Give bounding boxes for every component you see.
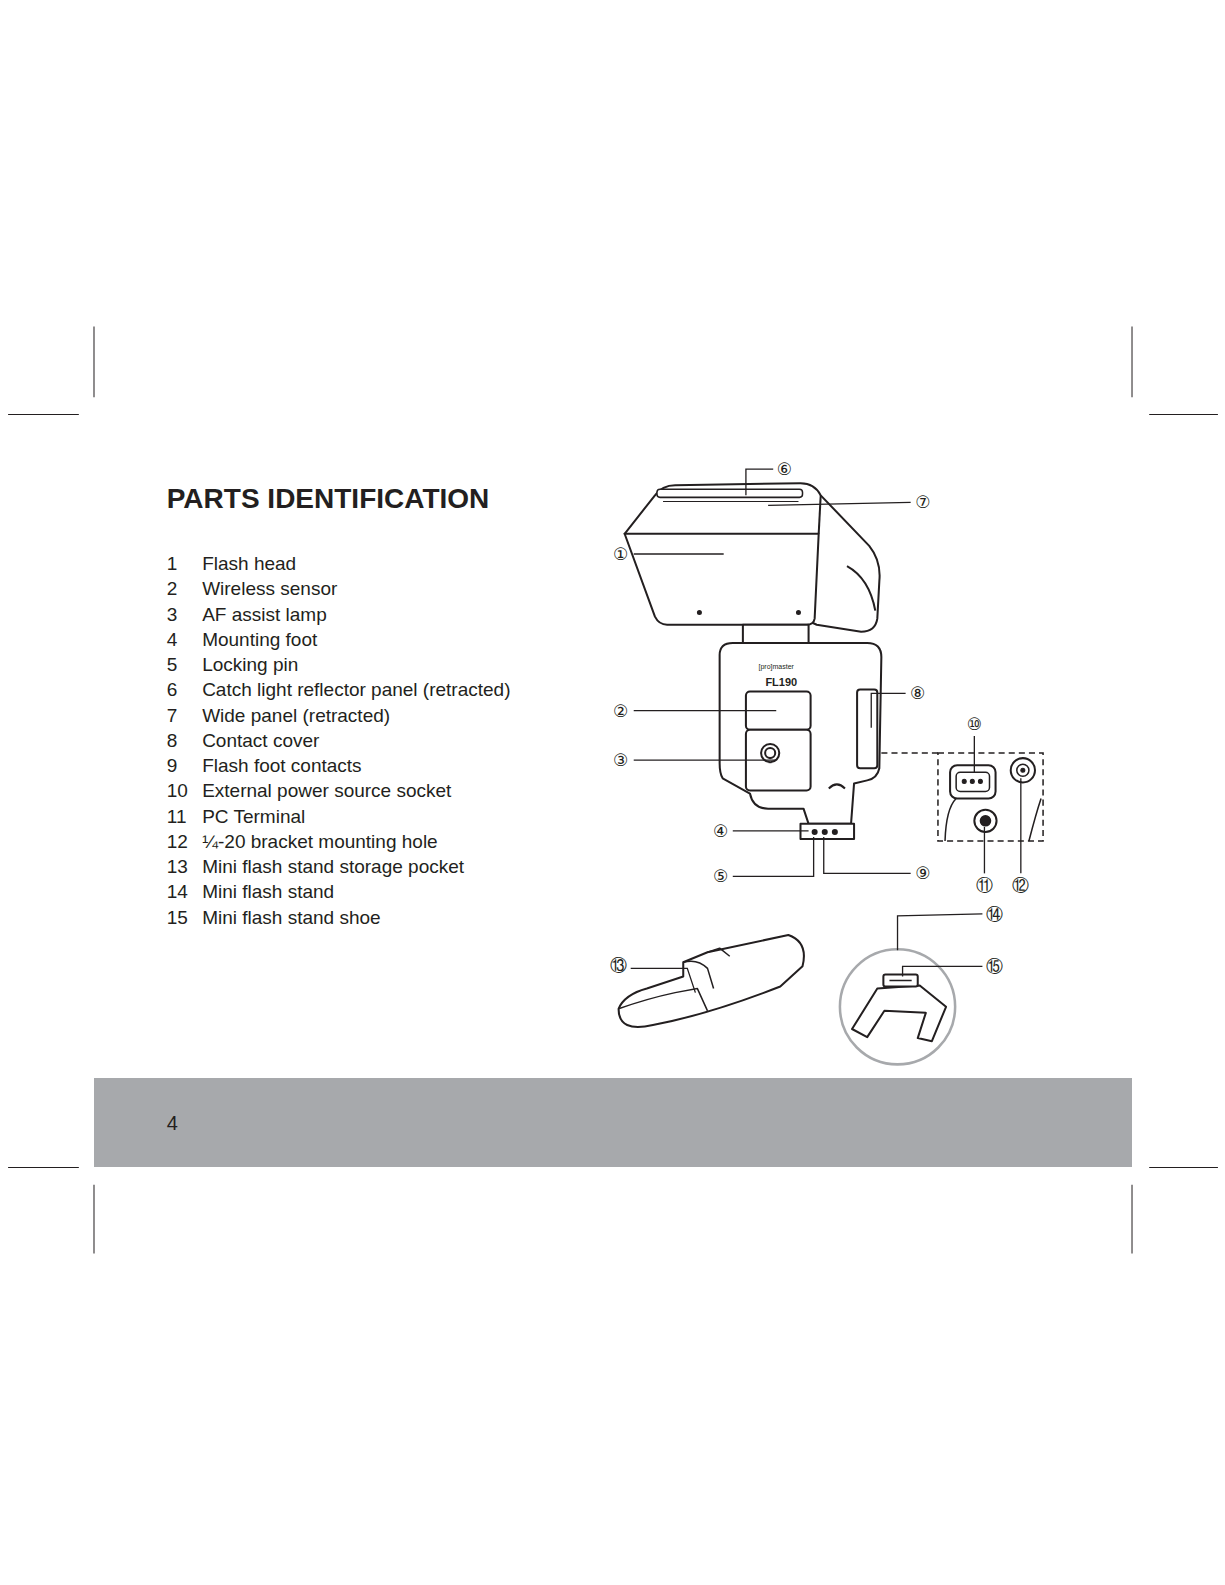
callout-number: ②	[613, 701, 628, 720]
page-title: PARTS IDENTIFICATION	[167, 484, 490, 515]
part-number: 11	[167, 806, 187, 827]
part-name: Locking pin	[202, 655, 298, 676]
footer-band: 4	[94, 1078, 1132, 1167]
part-name: Contact cover	[202, 730, 319, 751]
part-name: PC Terminal	[202, 806, 305, 827]
part-number: 8	[167, 730, 178, 751]
part-number: 10	[167, 781, 188, 802]
part-number: 13	[167, 857, 188, 878]
storage-pocket	[619, 935, 804, 1027]
part-name: Flash foot contacts	[202, 756, 361, 777]
brand-text: [pro]master	[759, 663, 794, 671]
part-name: Mounting foot	[202, 629, 317, 650]
part-name: Wireless sensor	[202, 579, 337, 600]
part-name: Mini flash stand shoe	[202, 907, 381, 928]
callout-number: ⑮	[986, 957, 1003, 976]
callout-number: ⑪	[976, 876, 993, 895]
flash-unit	[625, 483, 882, 839]
callout-number: ⑫	[1012, 876, 1029, 895]
callout-number: ①	[613, 545, 628, 564]
part-number: 2	[167, 579, 178, 600]
part-name: Flash head	[202, 554, 296, 575]
callout-number: ⑩	[967, 714, 982, 733]
part-number: 14	[167, 882, 188, 903]
callout-number: ⑧	[910, 684, 925, 703]
page-number: 4	[167, 1112, 178, 1134]
part-number: 7	[167, 705, 178, 726]
leader-lines	[631, 469, 1021, 993]
part-number: 6	[167, 680, 178, 701]
part-name: ¼-20 bracket mounting hole	[202, 831, 438, 852]
callout-number: ⑥	[777, 460, 792, 479]
callout-number: ④	[713, 821, 728, 840]
model-text: FL190	[765, 676, 797, 688]
callout-number: ⑦	[915, 493, 930, 512]
callout-number: ⑭	[986, 904, 1003, 923]
part-number: 12	[167, 831, 188, 852]
part-name: Mini flash stand storage pocket	[202, 857, 464, 878]
part-name: Wide panel (retracted)	[202, 705, 390, 726]
callout-number: ⑬	[610, 956, 627, 975]
part-number: 1	[167, 554, 178, 575]
part-name: Catch light reflector panel (retracted)	[202, 680, 510, 701]
part-name: External power source socket	[202, 781, 451, 802]
part-number: 3	[167, 604, 178, 625]
callout-number: ③	[613, 751, 628, 770]
socket-detail	[881, 753, 1043, 841]
part-name: Mini flash stand	[202, 882, 334, 903]
part-number: 15	[167, 907, 188, 928]
callout-number: ⑤	[713, 867, 728, 886]
part-name: AF assist lamp	[202, 604, 327, 625]
part-number: 4	[167, 629, 178, 650]
callout-number: ⑨	[915, 864, 930, 883]
part-number: 9	[167, 756, 178, 777]
part-number: 5	[167, 655, 178, 676]
crop-marks	[8, 327, 1218, 1254]
